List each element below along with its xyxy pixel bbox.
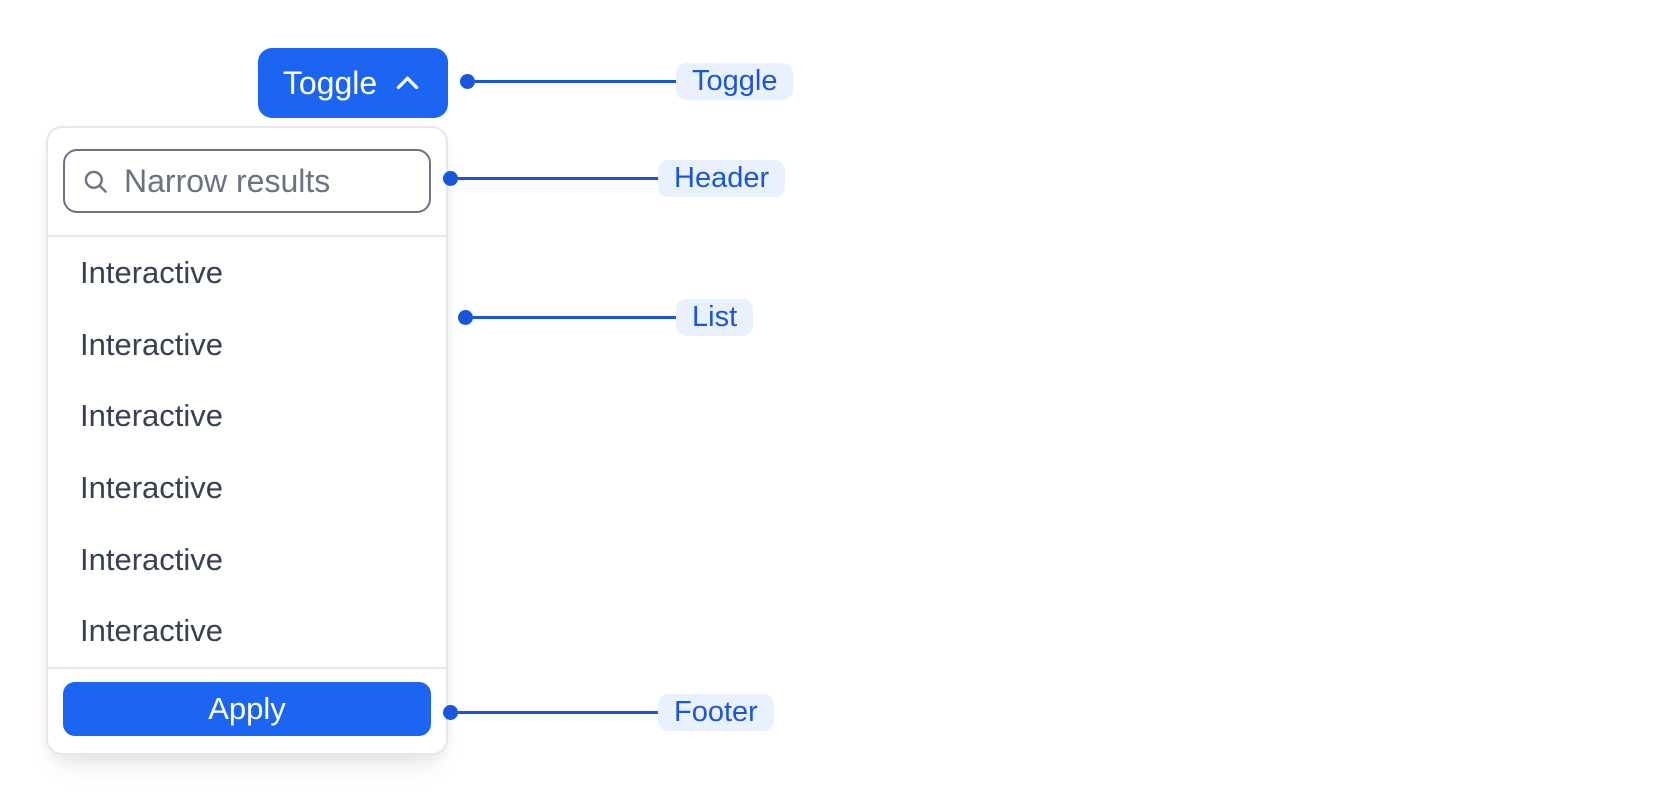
callout-label-footer: Footer: [658, 694, 774, 731]
dropdown-panel: Interactive Interactive Interactive Inte…: [46, 126, 448, 755]
callout-header: Header: [443, 160, 786, 197]
dropdown-header: [48, 128, 446, 237]
list-item[interactable]: Interactive: [80, 254, 224, 290]
callout-dot: [443, 705, 458, 720]
callout-dot: [458, 310, 473, 325]
callout-line: [473, 316, 676, 319]
search-icon: [82, 168, 109, 195]
callout-label-header: Header: [658, 160, 786, 197]
callout-dot: [460, 74, 475, 89]
callout-line: [458, 711, 658, 714]
dropdown-footer: Apply: [48, 667, 446, 753]
dropdown-list: Interactive Interactive Interactive Inte…: [48, 237, 446, 667]
list-item[interactable]: Interactive: [80, 398, 224, 434]
chevron-up-icon: [392, 68, 423, 99]
list-item[interactable]: Interactive: [80, 541, 224, 577]
callout-label-toggle: Toggle: [676, 63, 794, 100]
toggle-button[interactable]: Toggle: [258, 48, 448, 118]
callout-list: List: [458, 299, 754, 336]
callout-dot: [443, 171, 458, 186]
callout-label-list: List: [676, 299, 754, 336]
callout-line: [458, 177, 658, 180]
list-item[interactable]: Interactive: [80, 326, 224, 362]
apply-button[interactable]: Apply: [63, 682, 431, 736]
callout-line: [475, 80, 676, 83]
callout-footer: Footer: [443, 694, 774, 731]
search-box: [63, 149, 431, 213]
list-item[interactable]: Interactive: [80, 469, 224, 505]
search-input[interactable]: [124, 162, 412, 200]
toggle-button-label: Toggle: [282, 64, 378, 101]
callout-toggle: Toggle: [460, 63, 794, 100]
list-item[interactable]: Interactive: [80, 613, 224, 649]
